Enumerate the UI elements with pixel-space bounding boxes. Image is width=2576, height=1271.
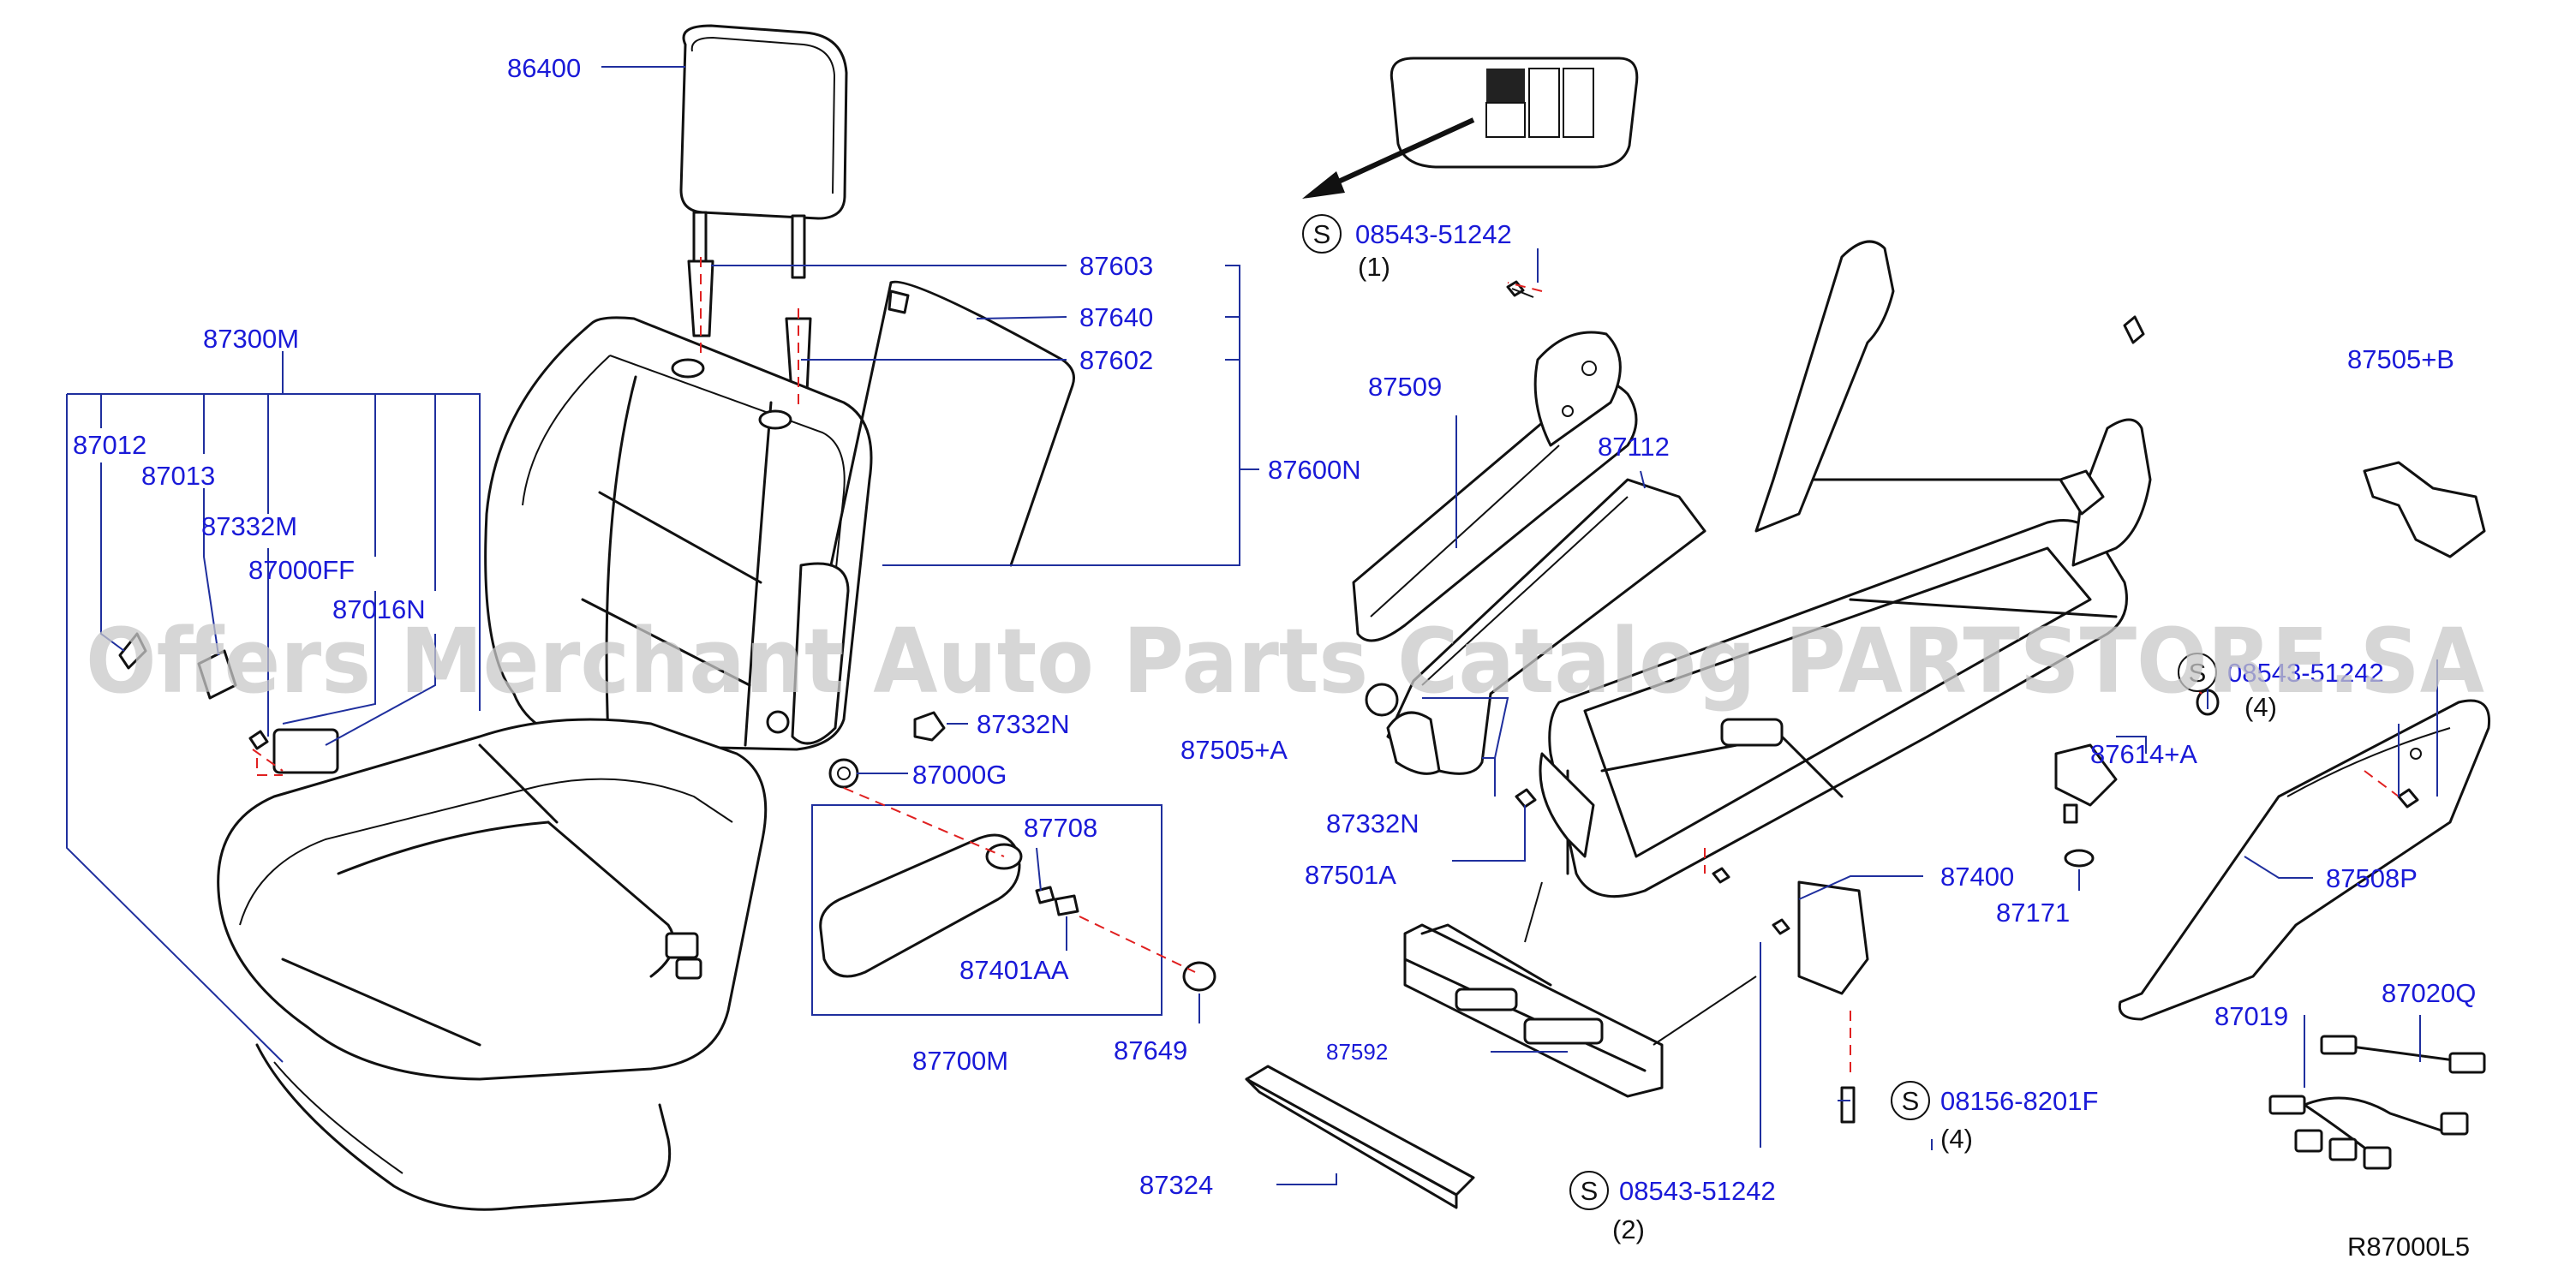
seat-location-icon: [1302, 57, 1639, 199]
callout-08156-8201F-qty: (4): [1940, 1124, 1973, 1154]
callout-87332N-frame[interactable]: 87332N: [1326, 809, 1419, 838]
outer-shield-drawing: [2118, 699, 2491, 1021]
callout-87000FF[interactable]: 87000FF: [248, 555, 355, 585]
callout-87332M[interactable]: 87332M: [201, 511, 297, 541]
callout-87649[interactable]: 87649: [1114, 1035, 1187, 1065]
callout-87300M[interactable]: 87300M: [203, 324, 299, 354]
s-symbol-1-text: S: [1313, 219, 1331, 249]
s-symbol-3: [2178, 653, 2217, 692]
standard-part-symbols: S S S S: [1302, 214, 2217, 1210]
small-parts-left-drawing: [118, 632, 339, 776]
callout-87614A[interactable]: 87614+A: [2090, 739, 2197, 769]
callout-87509[interactable]: 87509: [1368, 372, 1442, 402]
callout-87020Q[interactable]: 87020Q: [2382, 978, 2476, 1008]
callout-87501A[interactable]: 87501A: [1305, 860, 1396, 890]
dashed-axis-armrest: [1079, 916, 1196, 973]
callout-87603[interactable]: 87603: [1079, 251, 1153, 281]
callout-87013[interactable]: 87013: [141, 461, 215, 491]
wire-harness-drawing: [2268, 1035, 2486, 1170]
seat-frame-drawing: [1539, 240, 2152, 995]
callout-08543-51242-4-qty: (4): [2244, 692, 2277, 722]
callout-86400[interactable]: 86400: [507, 53, 581, 83]
callout-labels: 86400 87603 87640 87602 87600N 87300M 87…: [73, 53, 2476, 1244]
back-frame-rod-drawing: [829, 280, 1075, 567]
callout-87000G[interactable]: 87000G: [912, 760, 1007, 790]
cover-b-drawing: [2363, 461, 2486, 558]
front-bracket-drawing: [1386, 478, 1706, 775]
callout-08543-51242-1[interactable]: 08543-51242: [1355, 219, 1512, 249]
callout-87602[interactable]: 87602: [1079, 345, 1153, 375]
callout-08543-51242-2[interactable]: 08543-51242: [1619, 1176, 1776, 1206]
s-symbol-3-text: S: [2189, 658, 2207, 688]
callout-87324[interactable]: 87324: [1139, 1170, 1213, 1200]
callout-87019[interactable]: 87019: [2214, 1001, 2288, 1031]
armrest-drawing: [819, 711, 1216, 992]
callout-87171[interactable]: 87171: [1996, 898, 2070, 928]
callout-87012[interactable]: 87012: [73, 430, 146, 460]
armrest-group-box: [811, 804, 1162, 1016]
callout-87400[interactable]: 87400: [1940, 862, 2014, 892]
callout-87016N[interactable]: 87016N: [332, 594, 426, 624]
s-symbol-4-text: S: [1902, 1086, 1920, 1116]
dashed-axis-armrest-2: [843, 787, 1005, 857]
callout-87505B[interactable]: 87505+B: [2347, 344, 2454, 374]
callout-87640[interactable]: 87640: [1079, 302, 1153, 332]
s-symbol-2: [1569, 1171, 1609, 1210]
seat-cushion-drawing: [217, 718, 768, 1211]
rail-cover-drawing: [1245, 1065, 1475, 1209]
leader-lines: [66, 66, 2438, 1185]
callout-87508P[interactable]: 87508P: [2326, 863, 2418, 893]
s-symbol-1: [1302, 214, 1342, 254]
callout-08543-51242-2-qty: (2): [1612, 1214, 1645, 1244]
callout-87505A[interactable]: 87505+A: [1180, 735, 1288, 765]
callout-87600N[interactable]: 87600N: [1268, 455, 1361, 485]
callout-87112[interactable]: 87112: [1598, 432, 1670, 462]
callout-08543-51242-1-qty: (1): [1358, 252, 1390, 282]
diagram-code: R87000L5: [2347, 1232, 2470, 1262]
s-symbol-2-text: S: [1581, 1176, 1599, 1206]
fasteners-drawing: [1365, 282, 2419, 1124]
side-shield-drawing: [1352, 280, 1638, 642]
callout-87700M[interactable]: 87700M: [912, 1046, 1008, 1076]
callout-87708[interactable]: 87708: [1024, 813, 1097, 843]
callout-87332N-seatback[interactable]: 87332N: [977, 709, 1070, 739]
callout-87592[interactable]: 87592: [1326, 1039, 1388, 1065]
callout-08156-8201F[interactable]: 08156-8201F: [1940, 1086, 2098, 1116]
slide-rail-drawing: [1403, 881, 1757, 1098]
watermark-text: Offers Merchant Auto Parts Catalog PARTS…: [86, 609, 2484, 713]
s-symbol-4: [1891, 1081, 1930, 1120]
callout-87401AA[interactable]: 87401AA: [959, 955, 1069, 985]
callout-08543-51242-4[interactable]: 08543-51242: [2227, 658, 2384, 688]
headrest-drawing: [679, 24, 848, 394]
